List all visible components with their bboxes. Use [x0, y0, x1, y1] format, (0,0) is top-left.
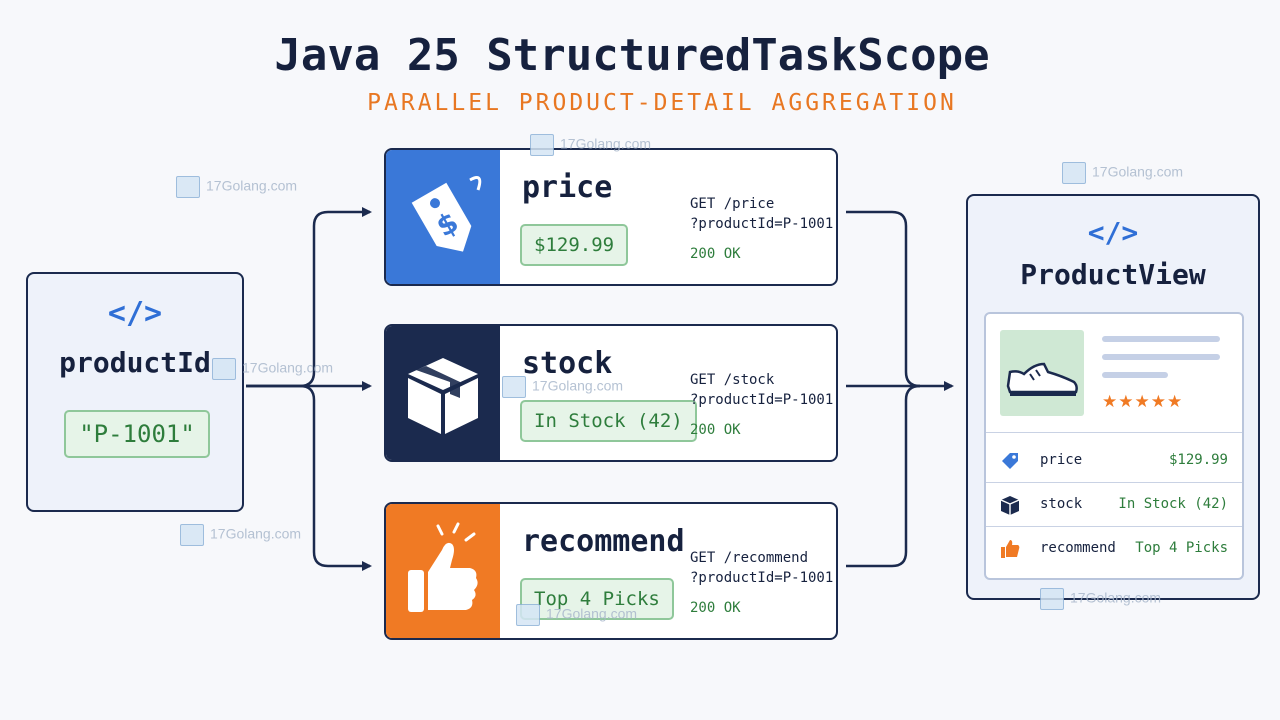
service-request: GET /recommend ?productId=P-1001	[690, 550, 834, 586]
input-value: "P-1001"	[64, 410, 210, 458]
watermark: 17Golang.com	[1062, 162, 1183, 184]
service-name: recommend	[522, 524, 685, 559]
watermark: 17Golang.com	[180, 524, 301, 546]
service-request: GET /price ?productId=P-1001	[690, 196, 834, 232]
watermark: 17Golang.com	[212, 358, 333, 380]
code-icon: </>	[107, 296, 163, 331]
output-productview-card: </> ProductView ★★★★★ price $129.99	[966, 194, 1260, 600]
text-placeholder-line	[1102, 336, 1220, 342]
service-result: In Stock (42)	[520, 400, 697, 442]
service-status: 200 OK	[690, 600, 741, 616]
text-placeholder-line	[1102, 354, 1220, 360]
thumbs-up-icon	[998, 537, 1022, 561]
divider	[986, 482, 1242, 483]
view-row-stock: stock In Stock (42)	[986, 482, 1242, 526]
service-card-recommend: recommend Top 4 Picks GET /recommend ?pr…	[384, 502, 838, 640]
thumbs-up-icon	[386, 504, 500, 638]
join-arrow-recommend	[846, 384, 921, 568]
service-status: 200 OK	[690, 422, 741, 438]
fork-arrow-recommend	[246, 384, 372, 571]
watermark: 17Golang.com	[176, 176, 297, 198]
input-label: productId	[59, 346, 211, 379]
service-result: Top 4 Picks	[520, 578, 674, 620]
code-icon: </>	[1087, 216, 1139, 249]
price-tag-icon	[998, 449, 1022, 473]
watermark: 17Golang.com	[516, 604, 637, 626]
view-row-recommend: recommend Top 4 Picks	[986, 526, 1242, 570]
text-placeholder-line	[1102, 372, 1168, 378]
diagram-title: Java 25 StructuredTaskScope	[274, 30, 990, 81]
service-status: 200 OK	[690, 246, 741, 262]
box-icon	[998, 493, 1022, 517]
product-view-panel: ★★★★★ price $129.99 stock In Stock (42) …	[984, 312, 1244, 580]
output-label: ProductView	[1020, 258, 1206, 291]
divider	[986, 526, 1242, 527]
watermark: 17Golang.com	[1040, 588, 1161, 610]
shoe-icon	[1000, 330, 1084, 416]
service-request: GET /stock ?productId=P-1001	[690, 372, 834, 408]
view-row-price: price $129.99	[986, 438, 1242, 482]
service-card-price: $ price $129.99 GET /price ?productId=P-…	[384, 148, 838, 286]
service-name: price	[522, 170, 613, 205]
watermark: 17Golang.com	[502, 376, 623, 398]
price-tag-icon: $	[386, 150, 500, 284]
join-arrow-price	[846, 210, 921, 388]
service-name: stock	[522, 346, 613, 381]
box-icon	[386, 326, 500, 460]
service-card-stock: stock In Stock (42) GET /stock ?productI…	[384, 324, 838, 462]
divider	[986, 432, 1242, 433]
rating-stars: ★★★★★	[1102, 392, 1184, 412]
service-result: $129.99	[520, 224, 629, 266]
diagram-subtitle: PARALLEL PRODUCT-DETAIL AGGREGATION	[367, 90, 957, 116]
watermark: 17Golang.com	[530, 134, 651, 156]
input-productid-card: </> productId "P-1001"	[26, 272, 244, 512]
